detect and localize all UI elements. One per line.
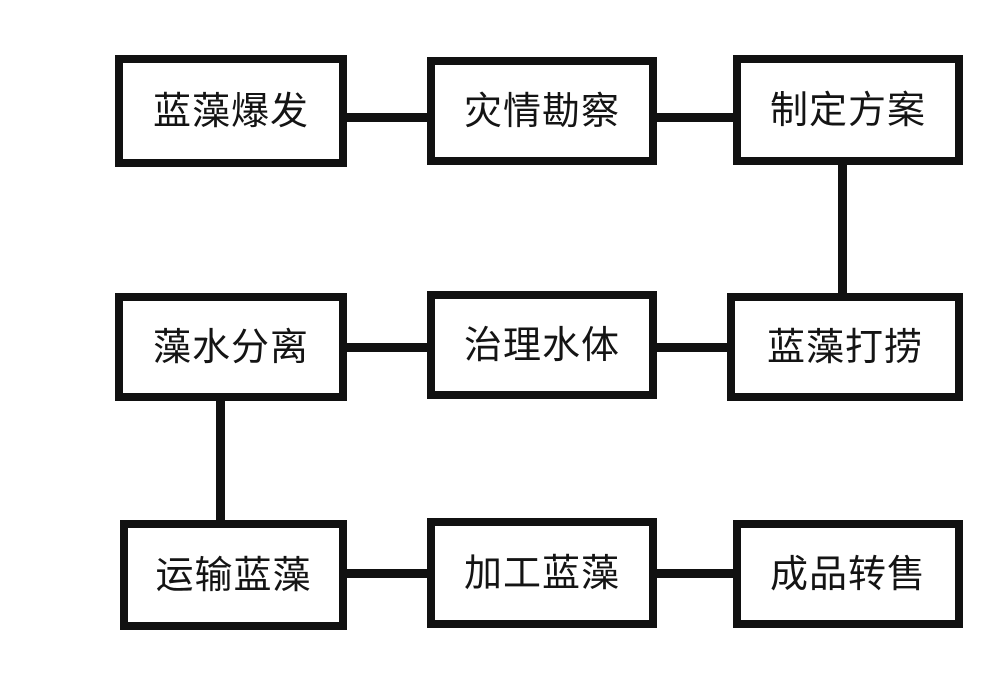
connector-treatwater-to-separation: [340, 343, 434, 352]
node-algae-water-separation[interactable]: 藻水分离: [115, 293, 347, 401]
node-label: 成品转售: [769, 552, 926, 596]
connector-survey-to-plan: [650, 113, 740, 122]
node-outbreak[interactable]: 蓝藻爆发: [115, 55, 347, 167]
node-label: 藻水分离: [152, 325, 309, 369]
node-process-algae[interactable]: 加工蓝藻: [427, 518, 657, 628]
node-treat-water-body[interactable]: 治理水体: [427, 291, 657, 399]
node-disaster-survey[interactable]: 灾情勘察: [427, 57, 657, 165]
connector-outbreak-to-survey: [340, 113, 434, 122]
node-label: 蓝藻爆发: [152, 89, 309, 133]
connector-transport-to-process: [340, 569, 434, 578]
node-algae-salvage[interactable]: 蓝藻打捞: [727, 293, 963, 401]
connector-separation-to-transport: [216, 394, 225, 527]
node-label: 灾情勘察: [463, 89, 620, 133]
node-label: 加工蓝藻: [463, 551, 620, 595]
node-transport-algae[interactable]: 运输蓝藻: [120, 520, 347, 630]
connector-salvage-to-treatwater: [650, 343, 734, 352]
connector-process-to-resale: [650, 569, 740, 578]
node-label: 运输蓝藻: [155, 553, 312, 597]
connector-plan-to-salvage: [838, 158, 847, 300]
node-resell-product[interactable]: 成品转售: [733, 520, 963, 628]
node-formulate-plan[interactable]: 制定方案: [733, 55, 963, 165]
node-label: 治理水体: [463, 323, 620, 367]
node-label: 制定方案: [769, 88, 926, 132]
node-label: 蓝藻打捞: [766, 325, 923, 369]
